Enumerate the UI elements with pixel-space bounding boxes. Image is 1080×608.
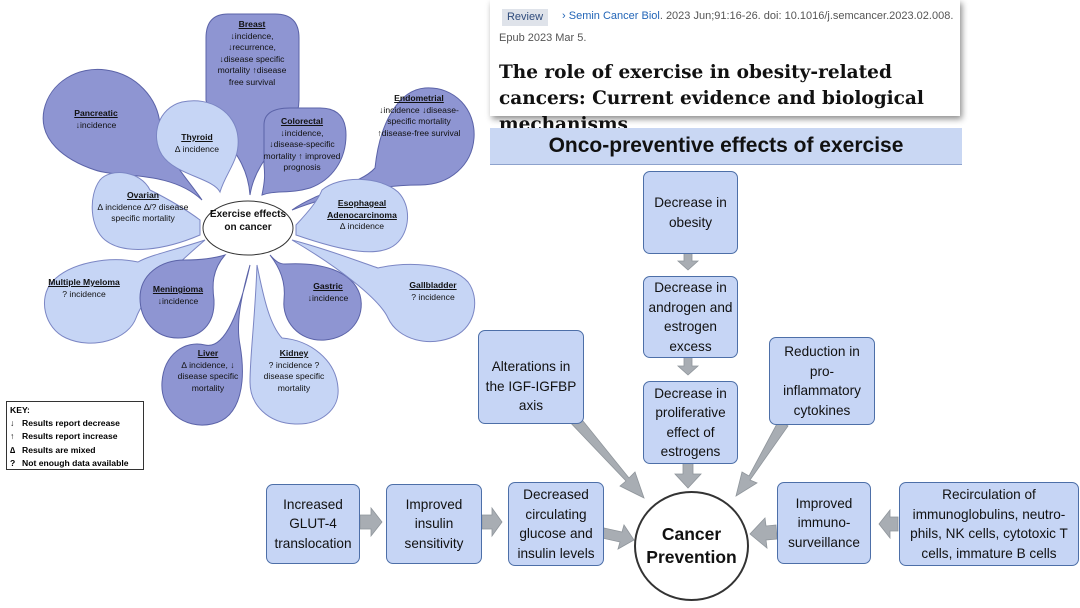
citation-details: . 2023 Jun;91:16-26. doi: 10.1016/j.semc… — [659, 10, 954, 22]
petal-text-multiple-myeloma: Multiple Myeloma ? incidence — [44, 277, 124, 300]
key-row: ∆ Results are mixed — [10, 444, 143, 457]
key-text: Not enough data available — [22, 457, 129, 468]
petal-gallbladder — [291, 239, 476, 343]
journal-link[interactable]: Semin Cancer Biol — [568, 10, 660, 22]
arrow-diagonal — [565, 410, 645, 499]
petal-name: Colorectal — [280, 116, 324, 126]
petal-name: Liver — [197, 348, 219, 358]
petal-text-breast: Breast ↓incidence, ↓recurrence, ↓disease… — [214, 19, 290, 88]
petal-esophageal — [295, 178, 409, 253]
petal-desc: ? incidence ? disease specific mortality — [263, 359, 325, 393]
node-igf-axis: Alterations in the IGF-IGFBP axis — [478, 330, 584, 424]
arrow-left — [878, 508, 899, 540]
petal-text-meningioma: Meningioma ↓incidence — [145, 284, 211, 307]
node-decrease-obesity: Decrease in obesity — [643, 171, 738, 254]
arrow-diagonal — [735, 419, 789, 497]
arrow-right — [359, 506, 383, 538]
petal-name: Thyroid — [181, 132, 213, 142]
petal-desc: ↓incidence — [307, 292, 349, 303]
key-symbol: ? — [10, 457, 16, 468]
petal-desc: ∆ incidence — [175, 143, 219, 154]
key-symbol: ↓ — [10, 418, 15, 429]
petal-text-kidney: Kidney ? incidence ? disease specific mo… — [262, 348, 326, 394]
petal-name: Pancreatic — [74, 108, 118, 118]
petal-liver — [161, 264, 251, 426]
arrow-down — [676, 356, 700, 376]
key-symbol: ∆ — [10, 444, 16, 455]
citation-line: › Semin Cancer Biol. 2023 Jun;91:16-26. … — [562, 10, 953, 22]
petal-desc: ↓incidence, ↓disease-specific mortality … — [263, 127, 341, 173]
key-text: Results report increase — [22, 431, 118, 442]
petal-text-esophageal: Esophageal Adenocarcinoma ∆ incidence — [320, 198, 404, 233]
arrow-right — [601, 524, 635, 550]
petal-desc: ↓incidence, ↓recurrence, ↓disease specif… — [217, 30, 287, 87]
petal-meningioma — [139, 254, 227, 339]
petal-desc: ? incidence — [411, 291, 455, 302]
review-badge: Review — [502, 9, 548, 26]
petal-desc: ∆ incidence ∆/? disease specific mortali… — [97, 201, 189, 224]
arrow-down — [676, 251, 700, 271]
node-cytokines: Reduction in pro-inflammatory cytokines — [769, 337, 875, 425]
arrow-left — [749, 517, 778, 549]
flower-center-label: Exercise effects on cancer — [209, 209, 287, 233]
petal-name: Gastric — [313, 281, 343, 291]
petal-name: Breast — [238, 19, 266, 29]
node-decrease-androgen: Decrease in androgen and estrogen excess — [643, 276, 738, 358]
node-insulin-sensitivity: Improved insulin sensitivity — [386, 484, 482, 564]
chevron-right-icon: › — [562, 10, 566, 22]
epub-date: Epub 2023 Mar 5. — [499, 32, 587, 44]
petal-desc: ∆ incidence — [340, 221, 384, 231]
flowchart-banner: Onco-preventive effects of exercise — [490, 128, 962, 165]
key-text: Results are mixed — [22, 444, 96, 455]
petal-ovarian — [91, 172, 201, 250]
flower-center — [202, 200, 294, 256]
arrow-down — [674, 461, 702, 489]
petal-desc: ↓incidence — [157, 295, 199, 306]
petal-desc: ? incidence — [62, 288, 106, 299]
node-immuno-surveillance: Improved immuno-surveillance — [777, 482, 871, 564]
petal-text-gallbladder: Gallbladder ? incidence — [400, 280, 466, 303]
petal-desc: ↓incidence ↓disease-specific mortality ↑… — [377, 104, 461, 138]
cancer-prevention-circle: Cancer Prevention — [634, 491, 749, 601]
petal-desc: ∆ incidence, ↓ disease specific mortalit… — [177, 359, 239, 393]
petal-name: Esophageal Adenocarcinoma — [327, 198, 397, 220]
petal-thyroid — [156, 100, 239, 194]
cancer-flower-diagram — [42, 13, 476, 426]
petal-text-colorectal: Colorectal ↓incidence, ↓disease-specific… — [262, 116, 342, 174]
key-row: ? Not enough data available — [10, 457, 143, 470]
petal-text-liver: Liver ∆ incidence, ↓ disease specific mo… — [170, 348, 246, 394]
petal-endometrial — [291, 87, 475, 211]
node-recirculation: Recirculation of immunoglobulins, neutro… — [899, 482, 1079, 566]
petal-name: Endometrial — [394, 93, 444, 103]
petal-colorectal — [261, 107, 347, 196]
node-decrease-proliferative: Decrease in proliferative effect of estr… — [643, 381, 738, 464]
petal-text-gastric: Gastric ↓incidence — [296, 281, 360, 304]
petal-text-endometrial: Endometrial ↓incidence ↓disease-specific… — [372, 93, 466, 139]
petal-gastric — [269, 254, 362, 341]
petal-name: Gallbladder — [409, 280, 457, 290]
key-symbol: ↑ — [10, 431, 15, 442]
key-row: ↑ Results report increase — [10, 430, 143, 443]
arrow-right — [481, 506, 503, 538]
legend-key: KEY: ↓ Results report decrease ↑ Results r… — [6, 401, 144, 470]
key-title: KEY: — [10, 405, 30, 415]
key-row: ↓ Results report decrease — [10, 417, 143, 430]
petal-name: Meningioma — [152, 284, 204, 294]
petal-text-pancreatic: Pancreatic ↓incidence — [56, 108, 136, 131]
petal-name: Kidney — [279, 348, 309, 358]
petal-text-thyroid: Thyroid ∆ incidence — [164, 132, 230, 155]
petal-kidney — [249, 264, 339, 425]
petal-name: Multiple Myeloma — [48, 277, 120, 287]
node-glucose-insulin: Decreased circulating glucose and insuli… — [508, 482, 604, 566]
node-glut4: Increased GLUT-4 translocation — [266, 484, 360, 564]
key-text: Results report decrease — [22, 418, 120, 429]
petal-text-ovarian: Ovarian ∆ incidence ∆/? disease specific… — [96, 190, 190, 225]
petal-name: Ovarian — [126, 190, 159, 200]
petal-desc: ↓incidence — [75, 119, 117, 130]
